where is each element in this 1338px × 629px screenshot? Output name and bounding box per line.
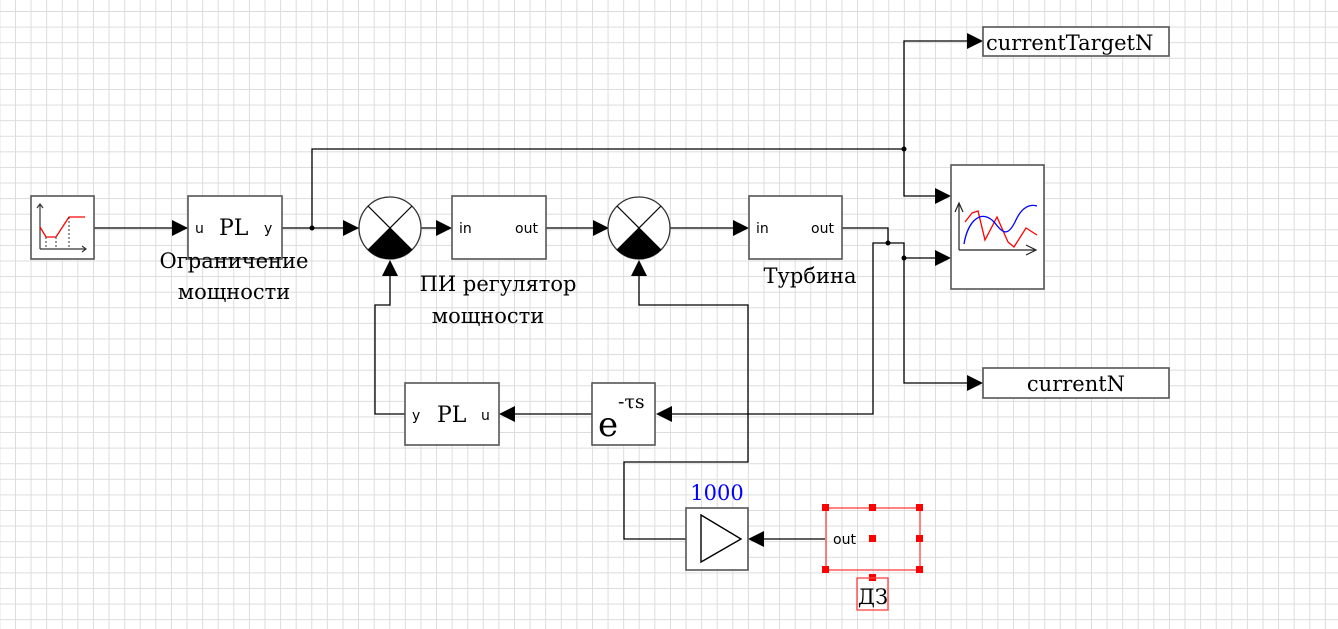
source-block[interactable]	[30, 195, 95, 260]
wire-to-current-target-n[interactable]	[903, 40, 970, 149]
arrow-turbine-in	[733, 220, 749, 236]
arrow-current-target-n	[967, 33, 983, 49]
feedback-limiter-in-port: u	[481, 408, 490, 424]
feedback-limiter-title: PL	[437, 403, 467, 428]
pi-label-line1: ПИ регулятор	[420, 272, 577, 296]
output-current-n[interactable]: currentN	[982, 367, 1170, 399]
turbine-label: Турбина	[764, 264, 857, 288]
arrow-gain-in	[748, 531, 764, 547]
wire-gain-to-sum2[interactable]	[623, 276, 749, 540]
output-current-n-label: currentN	[1027, 372, 1125, 396]
arrow-sum1-bottom	[382, 260, 398, 276]
summator-icon	[617, 228, 661, 260]
scope-chart-icon	[954, 201, 1038, 256]
resize-handle	[869, 504, 876, 511]
junctions	[309, 146, 907, 261]
output-current-target-n-label: currentTargetN	[986, 31, 1153, 55]
sum2-block[interactable]	[607, 196, 671, 260]
feedback-limiter-block[interactable]: y PL u	[404, 382, 500, 446]
junction-dot	[901, 146, 907, 152]
gain-block[interactable]	[685, 507, 749, 571]
arrow-delay-in	[656, 406, 672, 422]
limiter-out-port: y	[264, 221, 272, 237]
pi-label-line2: мощности	[432, 304, 545, 328]
resize-handle	[916, 535, 923, 542]
arrow-current-n	[967, 375, 983, 391]
arrow-sum1-in	[343, 220, 359, 236]
turbine-block[interactable]: in out	[748, 195, 843, 260]
wire-target-bus[interactable]	[311, 148, 904, 228]
wire-to-current-n[interactable]	[903, 258, 970, 384]
summator-icon	[368, 228, 412, 260]
wire-feedback-limiter-to-sum1[interactable]	[374, 276, 405, 415]
limiter-label-line2: мощности	[178, 280, 291, 304]
gain-value: 1000	[690, 481, 743, 505]
arrow-scope-in1	[935, 188, 951, 204]
sum1-block[interactable]	[358, 196, 422, 260]
dz-label: ДЗ	[858, 585, 888, 609]
feedback-limiter-out-port: y	[412, 408, 420, 424]
arrow-feedback-limiter-in	[499, 406, 515, 422]
wire-to-scope-in1[interactable]	[903, 149, 937, 197]
limiter-title: PL	[219, 216, 249, 241]
power-limiter-block[interactable]: u PL y	[187, 195, 283, 260]
arrowheads	[172, 33, 983, 547]
limiter-label-line1: Ограничение	[160, 249, 309, 273]
arrow-sum2-in	[593, 220, 609, 236]
pi-out-port: out	[515, 221, 538, 237]
turbine-out-port: out	[811, 221, 834, 237]
resize-handle	[869, 535, 876, 542]
arrow-sum2-bottom	[631, 260, 647, 276]
delay-base: e	[598, 405, 618, 445]
arrow-limiter-in	[172, 220, 188, 236]
output-current-target-n[interactable]: currentTargetN	[982, 26, 1170, 57]
junction-dot	[901, 255, 907, 261]
resize-handle	[916, 566, 923, 573]
wire-turbine-out[interactable]	[842, 227, 889, 243]
wires	[94, 40, 970, 540]
delay-exponent: -τs	[618, 391, 645, 413]
delay-block[interactable]: e -τs	[591, 382, 656, 446]
pi-in-port: in	[459, 221, 472, 237]
resize-handle	[822, 566, 829, 573]
resize-handle	[916, 504, 923, 511]
dz-block[interactable]: out	[822, 504, 923, 581]
junction-dot	[885, 240, 891, 246]
piecewise-signal-icon	[36, 203, 87, 253]
wire-turbine-to-delay[interactable]	[668, 242, 888, 415]
arrow-pi-in	[436, 220, 452, 236]
dz-label-box[interactable]	[856, 577, 889, 611]
resize-handle	[822, 504, 829, 511]
dz-out-port: out	[833, 532, 856, 548]
limiter-in-port: u	[195, 221, 204, 237]
turbine-in-port: in	[756, 221, 769, 237]
wire-turbine-to-outputs[interactable]	[888, 242, 937, 259]
scope-block[interactable]	[950, 164, 1045, 290]
junction-dot	[309, 225, 315, 231]
gain-triangle-icon	[700, 513, 743, 564]
pi-controller-block[interactable]: in out	[451, 195, 547, 260]
arrow-scope-in2	[935, 250, 951, 266]
